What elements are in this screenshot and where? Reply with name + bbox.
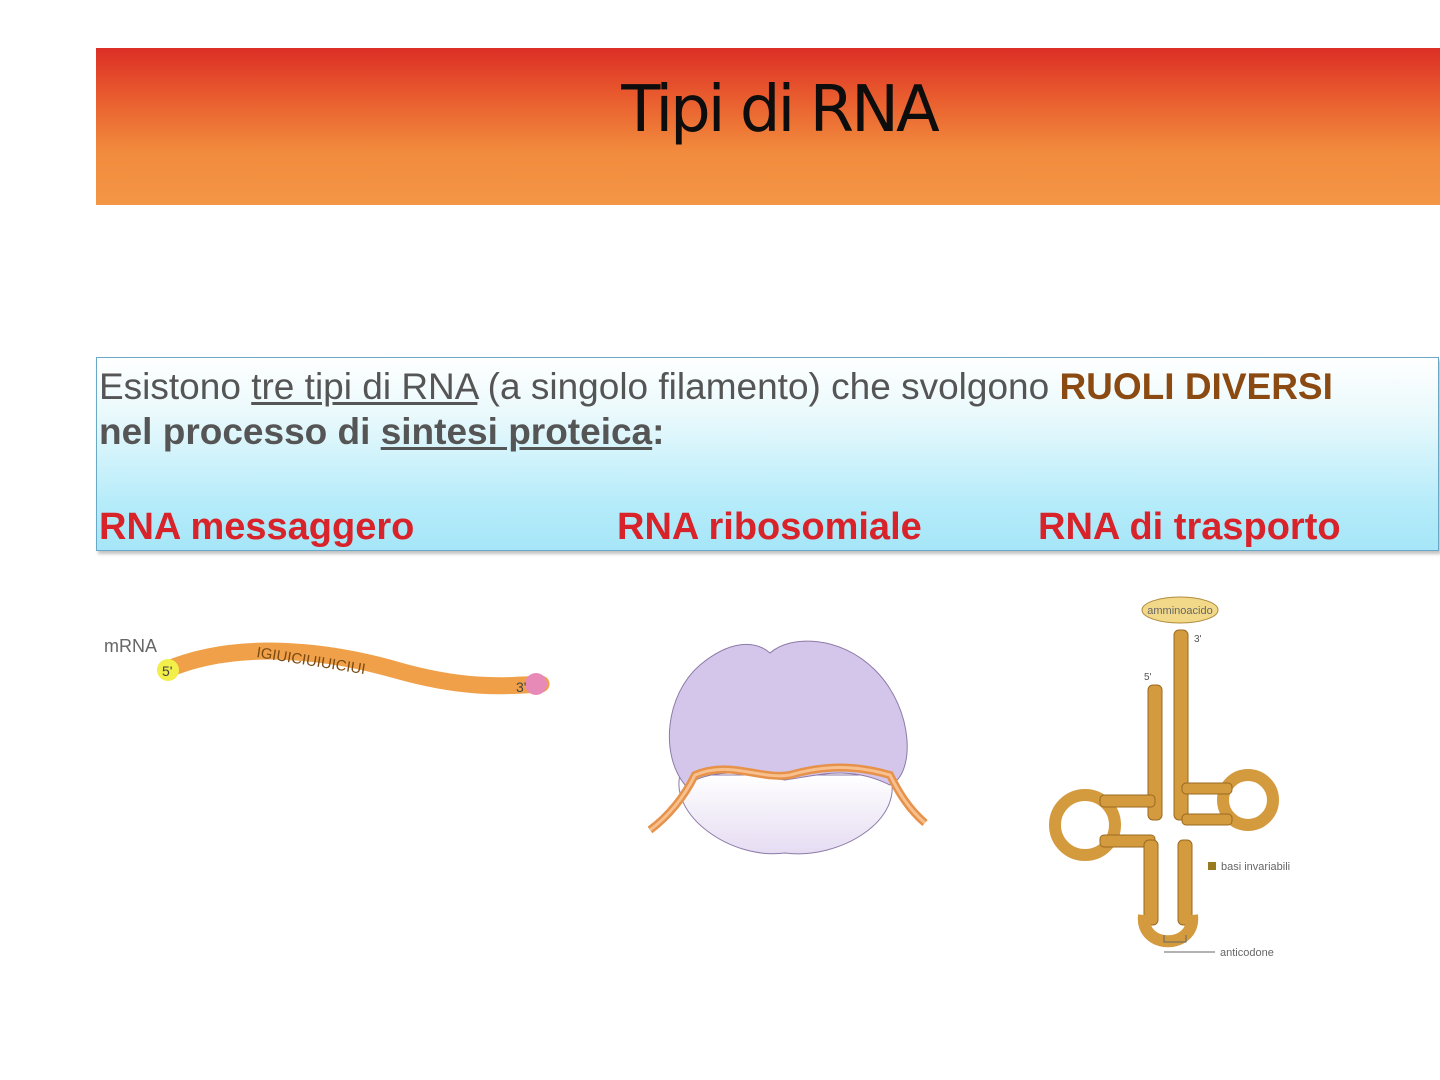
mrna-5-label: 5' bbox=[162, 663, 172, 679]
trna-anticodon-label: anticodone bbox=[1220, 947, 1274, 959]
mrna-5-end-cap bbox=[157, 659, 179, 681]
intro-emphasis: RUOLI DIVERSI bbox=[1059, 366, 1333, 407]
trna-acceptor-stem-left bbox=[1147, 684, 1163, 821]
ribosome-rna-highlight bbox=[649, 766, 926, 832]
trna-illustration: amminoacido 3' 5' anticodone basi invari… bbox=[1049, 596, 1290, 959]
trna-anticodon-stem-right bbox=[1177, 839, 1193, 926]
type-label-ribosomiale: RNA ribosomiale bbox=[617, 506, 922, 548]
slide-title: Tipi di RNA bbox=[621, 73, 940, 147]
ribosome-large-subunit bbox=[668, 640, 908, 786]
info-box: Esistono tre tipi di RNA (a singolo fila… bbox=[96, 357, 1439, 551]
type-label-messaggero: RNA messaggero bbox=[99, 506, 415, 548]
title-banner bbox=[96, 48, 1440, 205]
trna-3-label: 3' bbox=[1194, 634, 1202, 645]
mrna-strand bbox=[157, 642, 550, 695]
trna-anticodon-loop bbox=[1137, 914, 1199, 948]
intro-underlined: tre tipi di RNA bbox=[251, 366, 478, 407]
trna-anticodon-bracket bbox=[1163, 935, 1187, 943]
mrna-illustration: mRNA 5' 3' IGIUICIUIUICIUI bbox=[104, 636, 550, 695]
intro-line2-end: : bbox=[652, 411, 665, 452]
trna-amino-acid-ellipse bbox=[1141, 596, 1219, 624]
trna-anticodon-stem-left bbox=[1143, 839, 1159, 926]
trna-5-label: 5' bbox=[1144, 672, 1152, 683]
trna-d-arm-top bbox=[1099, 794, 1156, 808]
mrna-3-end-cap bbox=[525, 673, 547, 695]
trna-t-arm-top bbox=[1181, 782, 1233, 795]
intro-line2-underlined: sintesi proteica bbox=[380, 411, 653, 452]
trna-t-arm-bottom bbox=[1181, 813, 1233, 826]
trna-d-loop bbox=[1049, 789, 1121, 861]
trna-acceptor-stem-right bbox=[1173, 629, 1189, 821]
intro-part2: (a singolo filamento) che svolgono bbox=[477, 366, 1060, 407]
intro-text: Esistono tre tipi di RNA (a singolo fila… bbox=[99, 364, 1439, 454]
ribosome-illustration bbox=[647, 640, 928, 855]
mrna-label: mRNA bbox=[104, 636, 157, 656]
trna-amino-acid-label: amminoacido bbox=[1147, 605, 1212, 617]
trna-legend-label: basi invariabili bbox=[1221, 861, 1290, 873]
mrna-3-label: 3' bbox=[516, 679, 526, 695]
type-label-trasporto: RNA di trasporto bbox=[1038, 506, 1341, 548]
trna-legend-swatch bbox=[1208, 862, 1216, 870]
intro-part1: Esistono bbox=[99, 366, 252, 407]
intro-line2-bold: nel processo di bbox=[99, 411, 381, 452]
ribosome-small-subunit bbox=[678, 774, 893, 855]
trna-t-loop bbox=[1217, 769, 1279, 831]
